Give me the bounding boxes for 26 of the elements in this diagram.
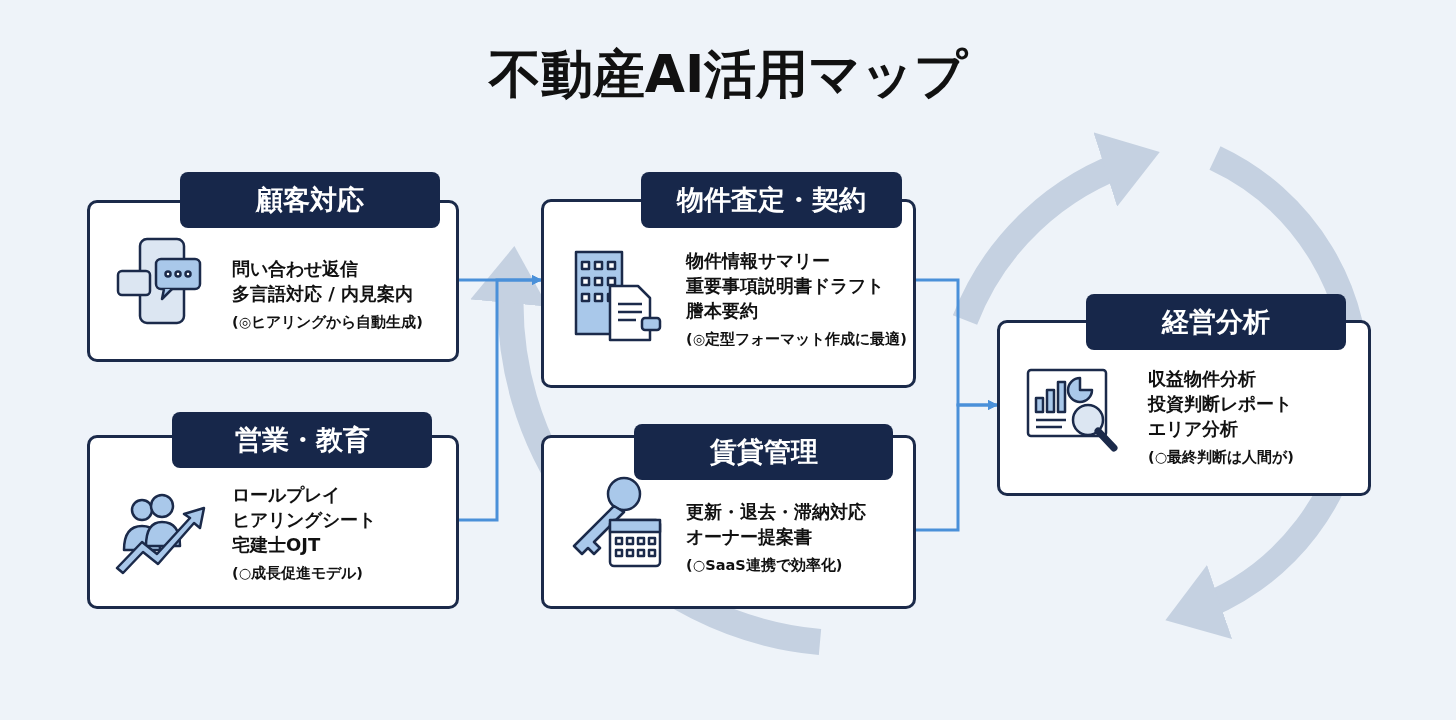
item-text: 更新・退去・滞納対応 xyxy=(686,501,866,523)
heading-tab: 賃貸管理 xyxy=(634,424,893,480)
note-text: (◎定型フォーマット作成に最適) xyxy=(686,330,907,349)
arrow xyxy=(916,400,998,532)
arrow xyxy=(459,275,542,522)
heading-tab: 物件査定・契約 xyxy=(641,172,902,228)
item-text: 多言語対応 / 内見案内 xyxy=(232,283,414,305)
item-text: 収益物件分析 xyxy=(1148,368,1256,390)
item-text: エリア分析 xyxy=(1148,418,1238,440)
item-text: 投資判断レポート xyxy=(1148,393,1292,415)
item-text: ロールプレイ xyxy=(232,484,340,506)
item-text: オーナー提案書 xyxy=(686,526,812,548)
note-text: (○SaaS連携で効率化) xyxy=(686,556,843,575)
title: 不動産AI活用マップ xyxy=(487,43,970,106)
note-text: (○成長促進モデル) xyxy=(232,564,363,583)
item-text: 宅建士OJT xyxy=(232,534,321,556)
item-text: 問い合わせ返信 xyxy=(232,258,358,280)
note-text: (○最終判断は人間が) xyxy=(1148,448,1294,467)
heading-tab: 顧客対応 xyxy=(180,172,440,228)
note-text: (◎ヒアリングから自動生成) xyxy=(232,313,423,332)
item-text: 重要事項説明書ドラフト xyxy=(686,275,884,297)
heading-tab: 営業・教育 xyxy=(172,412,432,468)
item-text: 謄本要約 xyxy=(686,300,758,322)
item-text: 物件情報サマリー xyxy=(686,250,830,272)
item-text: ヒアリングシート xyxy=(232,509,376,531)
heading-tab: 経営分析 xyxy=(1086,294,1346,350)
